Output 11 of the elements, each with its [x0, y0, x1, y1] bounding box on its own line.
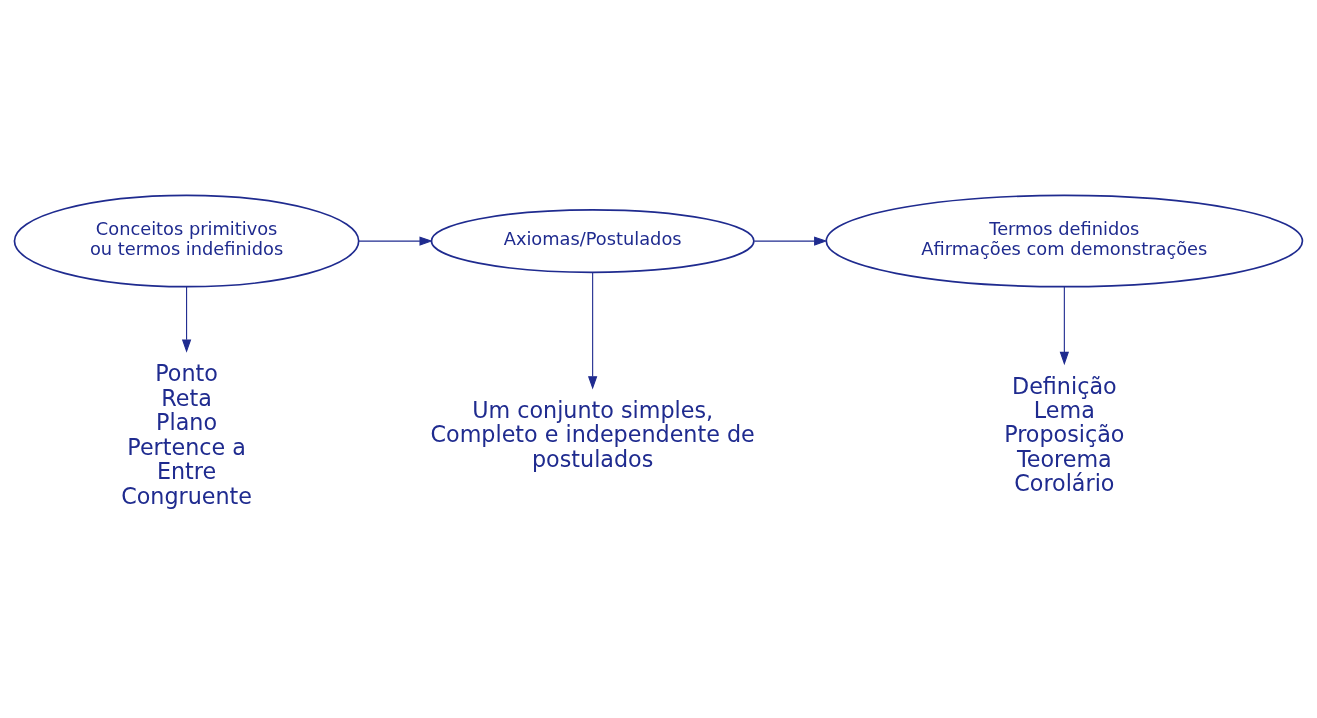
node-ellipse: Termos definidos Afirmações com demonstrações [825, 194, 1304, 288]
node-ellipse: Conceitos primitivos ou termos indefinidos [13, 194, 360, 288]
node-text: Um conjunto simples, Completo e independente de postulados [430, 396, 755, 472]
arrow [587, 272, 598, 390]
arrow [181, 286, 192, 353]
arrow [358, 236, 433, 246]
node-text: Ponto Reta Plano Pertence a Entre Congruente [121, 360, 252, 509]
node-text: Definição Lema Proposição Teorema Corolário [1004, 372, 1125, 497]
node-ellipse: Axiomas/Postulados [430, 209, 755, 274]
arrow [753, 236, 828, 246]
arrow [1059, 286, 1070, 366]
